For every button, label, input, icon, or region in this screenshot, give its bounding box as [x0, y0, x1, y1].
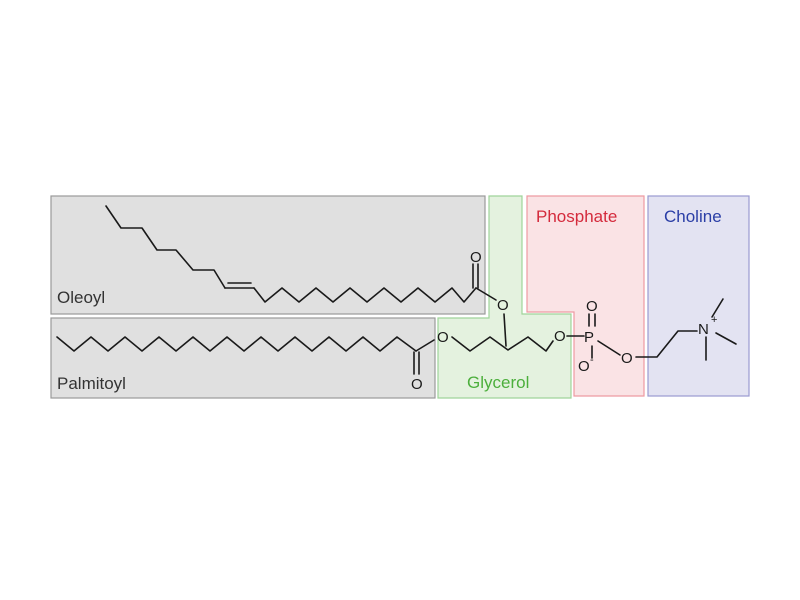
phosphorus-atom: P [584, 329, 594, 346]
palmitoyl-carbonyl-oxygen: O [411, 376, 423, 393]
choline-label: Choline [664, 207, 722, 226]
glycerol-label: Glycerol [467, 373, 529, 392]
glycerol-ester-oxygen-top: O [497, 297, 509, 314]
phosphate-label: Phosphate [536, 207, 617, 226]
oleoyl-ester-bond [475, 287, 497, 301]
nitrogen-positive-charge: + [711, 314, 717, 326]
nitrogen-atom: N [698, 321, 709, 338]
palmitoyl-label: Palmitoyl [57, 374, 126, 393]
glycerol-region [437, 195, 572, 399]
phosphate-region [526, 195, 645, 397]
glycerol-phosphate-oxygen: O [554, 328, 566, 345]
oleoyl-chain-body [253, 287, 477, 303]
palmitoyl-ester-bond [415, 339, 435, 352]
phosphate-choline-oxygen: O [621, 350, 633, 367]
glycerol-backbone [451, 336, 554, 352]
oleoyl-carbonyl-oxygen: O [470, 249, 482, 266]
oleoyl-chain-tail [105, 205, 226, 289]
palmitoyl-chain [56, 336, 417, 352]
phosphate-bond-right [597, 340, 621, 356]
choline-methyl-top [711, 298, 724, 318]
oleoyl-region [50, 195, 486, 315]
phosphate-negative-oxygen: O [578, 358, 590, 375]
glycerol-upper-bond [503, 313, 507, 347]
palmitoyl-region [50, 317, 436, 399]
phosphate-negative-charge: - [590, 354, 594, 366]
glycerol-ester-oxygen-left: O [437, 329, 449, 346]
phosphate-double-oxygen: O [586, 298, 598, 315]
choline-chain [635, 330, 698, 358]
choline-region [647, 195, 750, 397]
choline-methyl-right [715, 332, 737, 345]
oleoyl-label: Oleoyl [57, 288, 105, 307]
